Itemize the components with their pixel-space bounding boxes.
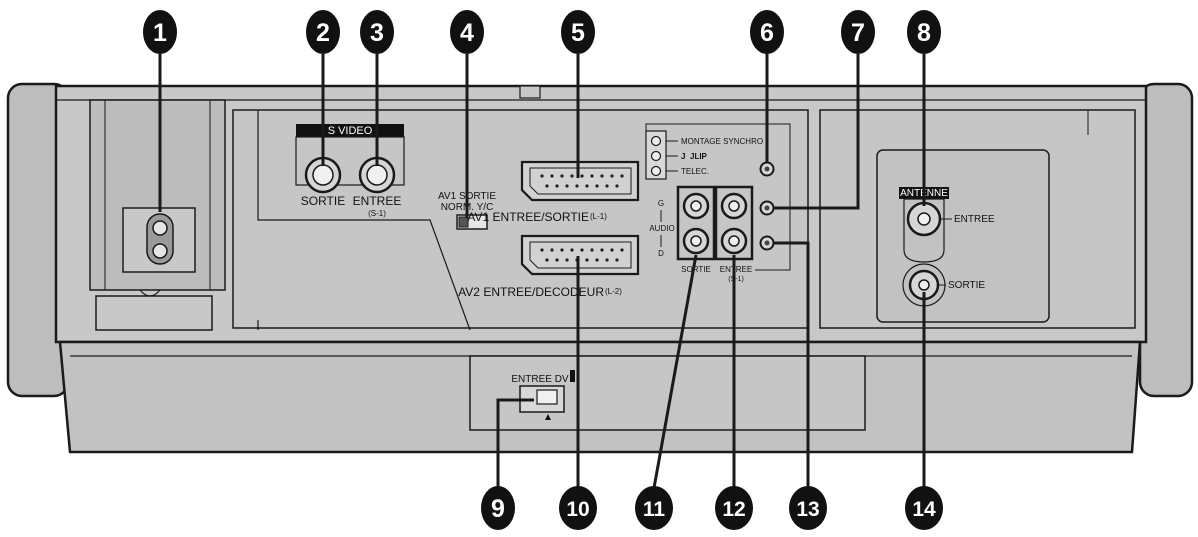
callout-11 [635, 486, 673, 530]
av2-scart-section: AV2 ENTREE/DECODEUR (L-2) [458, 234, 640, 299]
leader-lines [158, 54, 926, 489]
antenna-in-label: ENTREE [954, 214, 995, 225]
jlip-logo-icon: J [681, 152, 685, 161]
label-plate [95, 295, 213, 331]
s-video-out-label: SORTIE [301, 194, 345, 208]
right-side-handle [1138, 82, 1194, 398]
callout-10-number: 10 [566, 498, 589, 521]
antenna-plate [876, 149, 1050, 323]
audio-in-sublabel: (S-1) [728, 276, 744, 283]
av1-scart-section: AV1 ENTREE/SORTIE (L-1) [467, 160, 640, 224]
up-arrow-icon [545, 414, 551, 420]
callout-9 [481, 486, 515, 530]
callout-6-number: 6 [760, 19, 774, 47]
callout-9-number: 9 [491, 495, 505, 523]
callout-3-number: 3 [370, 19, 384, 47]
callout-4-number: 4 [460, 19, 474, 47]
control-jack-legend: MONTAGE SYNCHRO J JLIP TELEC. [645, 123, 791, 271]
callout-11-number: 11 [643, 498, 666, 521]
audio-section: G AUDIO D SORTIE ENTREE (S-1) [649, 185, 754, 283]
callout-8 [907, 10, 941, 54]
montage-synchro-label: MONTAGE SYNCHRO [681, 137, 763, 146]
av-terminal-frame [232, 109, 809, 329]
audio-out-label: SORTIE [681, 265, 711, 274]
callout-14-number: 14 [912, 498, 936, 521]
jlip-label: JLIP [690, 152, 708, 161]
av2-scart-sublabel: (L-2) [605, 287, 622, 296]
antenna-out-label: SORTIE [948, 280, 985, 291]
callout-5 [561, 10, 595, 54]
callout-13-number: 13 [796, 498, 819, 521]
audio-g-label: G [658, 199, 664, 208]
callout-12 [715, 486, 753, 530]
callout-4 [450, 10, 484, 54]
s-video-in-label: ENTREE [353, 194, 402, 208]
av2-scart-label: AV2 ENTREE/DECODEUR [458, 285, 604, 299]
callout-3 [360, 10, 394, 54]
audio-label: AUDIO [649, 224, 674, 233]
av1-scart-label: AV1 ENTREE/SORTIE [467, 210, 589, 224]
callout-badges: 1 2 3 4 5 6 7 8 9 10 11 12 13 14 [143, 10, 943, 530]
antenna-section: ANTENNE ENTREE SORTIE [819, 109, 1136, 329]
callout-7 [841, 10, 875, 54]
callout-1 [143, 10, 177, 54]
s-video-in-sublabel: (S-1) [368, 209, 386, 218]
callout-2-number: 2 [316, 19, 330, 47]
callout-14 [905, 486, 943, 530]
entree-dv-label: ENTREE DV [511, 374, 569, 385]
callout-10 [559, 486, 597, 530]
av1-scart-sublabel: (L-1) [590, 212, 607, 221]
callout-1-number: 1 [153, 19, 167, 47]
callout-2 [306, 10, 340, 54]
av1-scart-connector[interactable] [520, 160, 640, 202]
callout-12-number: 12 [722, 498, 745, 521]
s-video-label: S VIDEO [328, 125, 373, 137]
callout-6 [750, 10, 784, 54]
dv-logo-icon [570, 370, 575, 382]
callout-13 [789, 486, 827, 530]
callout-8-number: 8 [917, 19, 931, 47]
telec-label: TELEC. [681, 167, 709, 176]
callout-7-number: 7 [851, 19, 865, 47]
callout-5-number: 5 [571, 19, 585, 47]
power-section [89, 99, 226, 331]
av2-scart-connector[interactable] [520, 234, 640, 276]
audio-in-label: ENTREE [720, 265, 752, 274]
audio-d-label: D [658, 249, 664, 258]
